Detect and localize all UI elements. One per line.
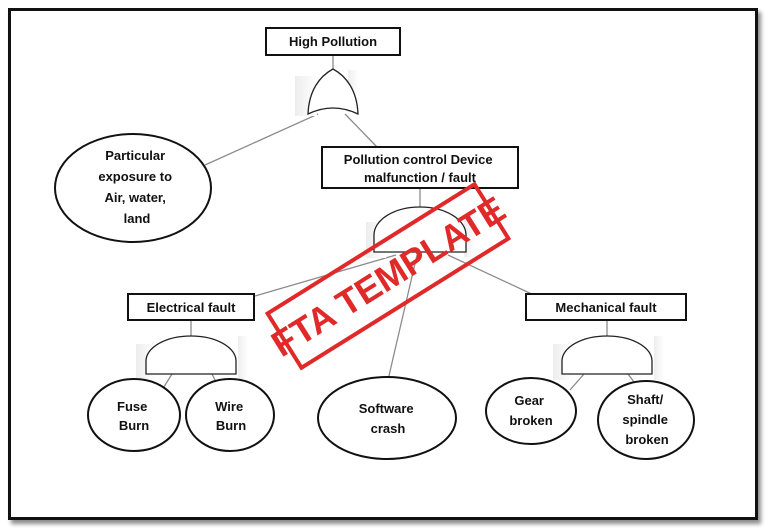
mechanical-fault-label: Mechanical fault	[555, 300, 657, 315]
basic-event-ellipse	[485, 377, 577, 445]
fuse-burn-label: Fuse Burn	[117, 399, 151, 433]
intermediate-event-box	[127, 293, 255, 321]
software-crash-label: Software crash	[359, 401, 418, 436]
gear-broken-label: Gear broken	[509, 393, 552, 428]
and-gate-icon	[373, 206, 467, 253]
intermediate-event-box	[525, 293, 687, 321]
basic-event-ellipse	[597, 380, 695, 460]
connector-lines	[161, 55, 641, 391]
basic-event-ellipse	[185, 378, 275, 452]
or-gate-icon	[307, 68, 359, 116]
basic-event-ellipse	[87, 378, 181, 452]
fta-template-stamp: FTA TEMPLATE	[264, 181, 512, 371]
basic-event-ellipse	[317, 376, 457, 460]
shaft-spindle-label: Shaft/ spindle broken	[622, 392, 671, 447]
top-event-box	[265, 27, 401, 56]
electrical-fault-label: Electrical fault	[147, 300, 237, 315]
wire-burn-label: Wire Burn	[215, 399, 247, 433]
particular-exposure-label: Particular exposure to Air, water, land	[98, 148, 175, 226]
basic-event-ellipse	[54, 133, 212, 243]
top-event-label: High Pollution	[289, 34, 377, 49]
and-gate-icon	[561, 335, 653, 375]
and-gate-icon	[145, 335, 237, 375]
device-malfunction-label: Pollution control Device malfunction / f…	[344, 152, 496, 185]
intermediate-event-box	[321, 146, 519, 189]
